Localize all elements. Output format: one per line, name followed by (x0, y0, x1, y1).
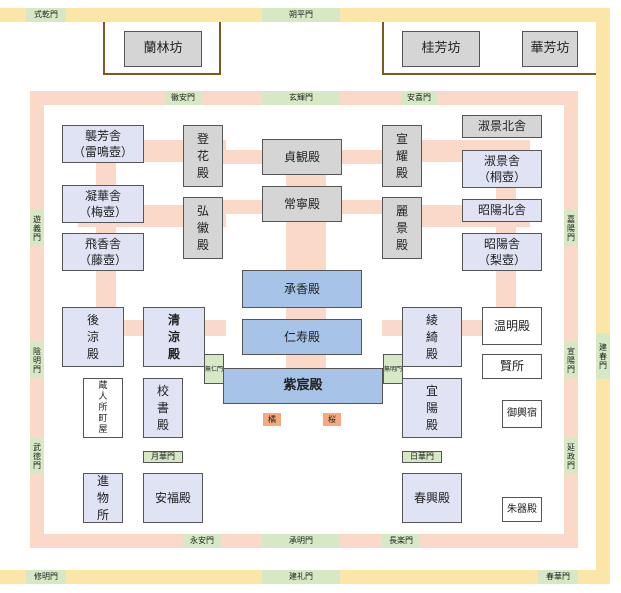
gate-nikka: 日華門 (402, 451, 442, 463)
gate-ankei: 安喜門 (401, 91, 437, 105)
shoyo-kita-building: 昭陽北舎 (462, 199, 542, 222)
gate-sakuhei: 朔平門 (262, 8, 340, 22)
kurodo-building: 蔵 人 所 町 屋 (83, 378, 123, 438)
seiryoden-building: 清 涼 殿 (143, 307, 205, 367)
jijuden-building: 仁寿殿 (242, 319, 362, 355)
tokaden-building: 登 花 殿 (183, 125, 223, 187)
gate-choraku: 長楽門 (382, 534, 420, 548)
gate-yugi: 遊義門 (30, 210, 44, 246)
gate-seisei: 延政門 (564, 438, 578, 474)
outer-wall-right (596, 8, 610, 584)
shunkoden-building: 春興殿 (402, 473, 462, 523)
gate-shunka: 春華門 (538, 570, 578, 584)
senyoden-building: 宣 耀 殿 (382, 125, 422, 187)
shoyosha-building: 昭陽舎 （梨壺） (462, 233, 542, 271)
tachibana-tree: 橘 (263, 413, 281, 426)
gate-eian: 永安門 (183, 534, 221, 548)
sukidokoro-building: 朱器殿 (502, 497, 542, 522)
jokyoden-building: 承香殿 (242, 270, 362, 308)
kokiden-building: 弘 徽 殿 (183, 197, 223, 259)
shigeisha-kita-building: 淑景北舎 (462, 115, 542, 138)
gate-shomei: 承明門 (262, 534, 340, 548)
mikoshiyado-building: 御輿宿 (502, 400, 542, 428)
shigeisha-building: 襲芳舎 （雷鳴壺） (62, 125, 144, 163)
gate-inmei: 陰明門 (30, 342, 44, 378)
koryoden-building: 後 涼 殿 (62, 307, 124, 367)
north-fence-left (103, 22, 221, 75)
gate-shikiken: 式乾門 (26, 8, 66, 22)
gate-kian: 徽安門 (165, 91, 201, 105)
shishinden-building: 紫宸殿 (223, 368, 383, 404)
gate-genki: 玄輝門 (262, 91, 340, 105)
passage-left-gate: 無仁門 (204, 354, 224, 384)
giyoden-building: 宜 陽 殿 (402, 378, 462, 438)
kashikodokoro-building: 賢所 (482, 354, 542, 379)
kyoshoden-building: 校 書 殿 (143, 378, 183, 438)
gate-kenrei: 建礼門 (262, 570, 340, 584)
gate-kayo: 嘉陽門 (564, 210, 578, 246)
gate-shumei: 修明門 (26, 570, 66, 584)
inner-wall-right (564, 91, 578, 548)
sakura-tree: 桜 (323, 413, 341, 426)
ryokiden-building: 綾 綺 殿 (402, 307, 462, 367)
shinmotsudokoro-building: 進 物 所 (83, 473, 123, 523)
gate-kenshun: 建春門 (596, 333, 610, 379)
inner-wall-left (30, 91, 44, 548)
gate-getsuka: 月華門 (143, 451, 183, 463)
rankinbo-building: 蘭林坊 (124, 31, 202, 67)
passage-right-gate: 無明門 (383, 354, 403, 384)
gyokasha-building: 凝華舎 （梅壺） (62, 185, 144, 223)
gate-senyo: 宣陽門 (564, 342, 578, 378)
jokanden-building: 貞観殿 (262, 139, 342, 175)
reikeiden-building: 麗 景 殿 (382, 197, 422, 259)
shigeisha-east-building: 淑景舎 （桐壺） (462, 150, 542, 188)
unmeiden-building: 温明殿 (482, 307, 542, 345)
higyosha-building: 飛香舎 （藤壺） (62, 233, 144, 271)
gate-butoku: 武徳門 (30, 438, 44, 474)
north-fence-right (382, 22, 596, 75)
keihobo-building: 桂芳坊 (402, 31, 480, 67)
joneiden-building: 常寧殿 (262, 186, 342, 222)
anpukuden-building: 安福殿 (143, 473, 203, 523)
kahobo-building: 華芳坊 (522, 31, 578, 67)
